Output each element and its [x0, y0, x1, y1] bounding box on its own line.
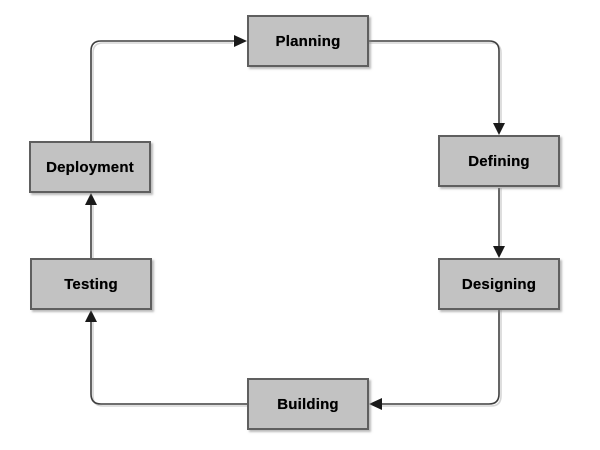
arrowhead-down-icon [493, 246, 505, 258]
node-defining[interactable]: Defining [438, 135, 560, 187]
arrowhead-left-icon [369, 398, 382, 410]
node-deployment[interactable]: Deployment [29, 141, 151, 193]
node-designing-label: Designing [461, 275, 537, 293]
connector-building-to-testing [85, 310, 247, 407]
arrowhead-down-icon [493, 123, 505, 135]
node-planning-label: Planning [275, 32, 341, 50]
arrowhead-right-icon [234, 35, 247, 47]
node-testing[interactable]: Testing [30, 258, 152, 310]
node-designing[interactable]: Designing [438, 258, 560, 310]
node-building-label: Building [277, 395, 339, 413]
connector-defining-to-designing [493, 188, 505, 258]
arrowhead-up-icon [85, 193, 97, 205]
node-defining-label: Defining [468, 152, 530, 170]
connector-designing-to-building [369, 310, 502, 410]
node-deployment-label: Deployment [46, 158, 134, 176]
connector-testing-to-deployment [85, 193, 97, 258]
arrowhead-up-icon [85, 310, 97, 322]
connector-planning-to-defining [369, 40, 505, 135]
node-testing-label: Testing [64, 275, 118, 293]
node-building[interactable]: Building [247, 378, 369, 430]
connector-deployment-to-planning [90, 35, 247, 141]
node-planning[interactable]: Planning [247, 15, 369, 67]
